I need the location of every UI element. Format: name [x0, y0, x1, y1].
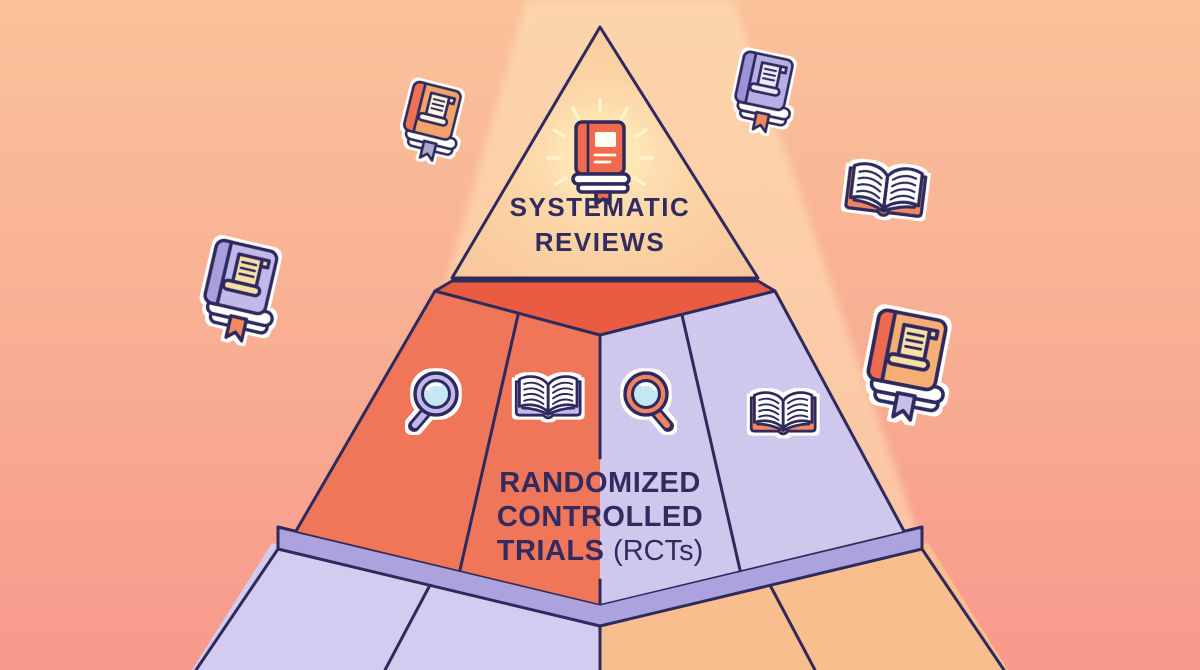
tier2-label-line3: TRIALS (RCTs)	[496, 535, 704, 567]
tier1-label-line1: SYSTEMATIC	[509, 192, 691, 222]
tier2-label: RANDOMIZED CONTROLLED TRIALS (RCTs)	[430, 466, 770, 568]
open-book-icon	[843, 160, 929, 222]
tier2-rct	[294, 279, 906, 606]
open-book-icon	[514, 375, 582, 420]
tier2-label-line2: CONTROLLED	[496, 501, 704, 533]
closed-book-scroll-icon	[195, 237, 289, 349]
tier3-bottom-row	[192, 543, 1008, 670]
tier2-label-line1: RANDOMIZED	[499, 467, 701, 499]
open-book-icon	[749, 391, 817, 436]
tier3-left-face	[192, 543, 600, 670]
tier1-label-line2: REVIEWS	[534, 227, 666, 257]
closed-book-scroll-icon	[858, 306, 959, 428]
tier3-right-face	[600, 543, 1008, 670]
tier2-top-face	[433, 279, 777, 337]
tier1-label: SYSTEMATIC REVIEWS	[450, 190, 750, 260]
tier2-left-face	[296, 291, 600, 604]
tier2-right-face	[600, 291, 904, 604]
closed-book-scroll-icon	[395, 79, 471, 167]
